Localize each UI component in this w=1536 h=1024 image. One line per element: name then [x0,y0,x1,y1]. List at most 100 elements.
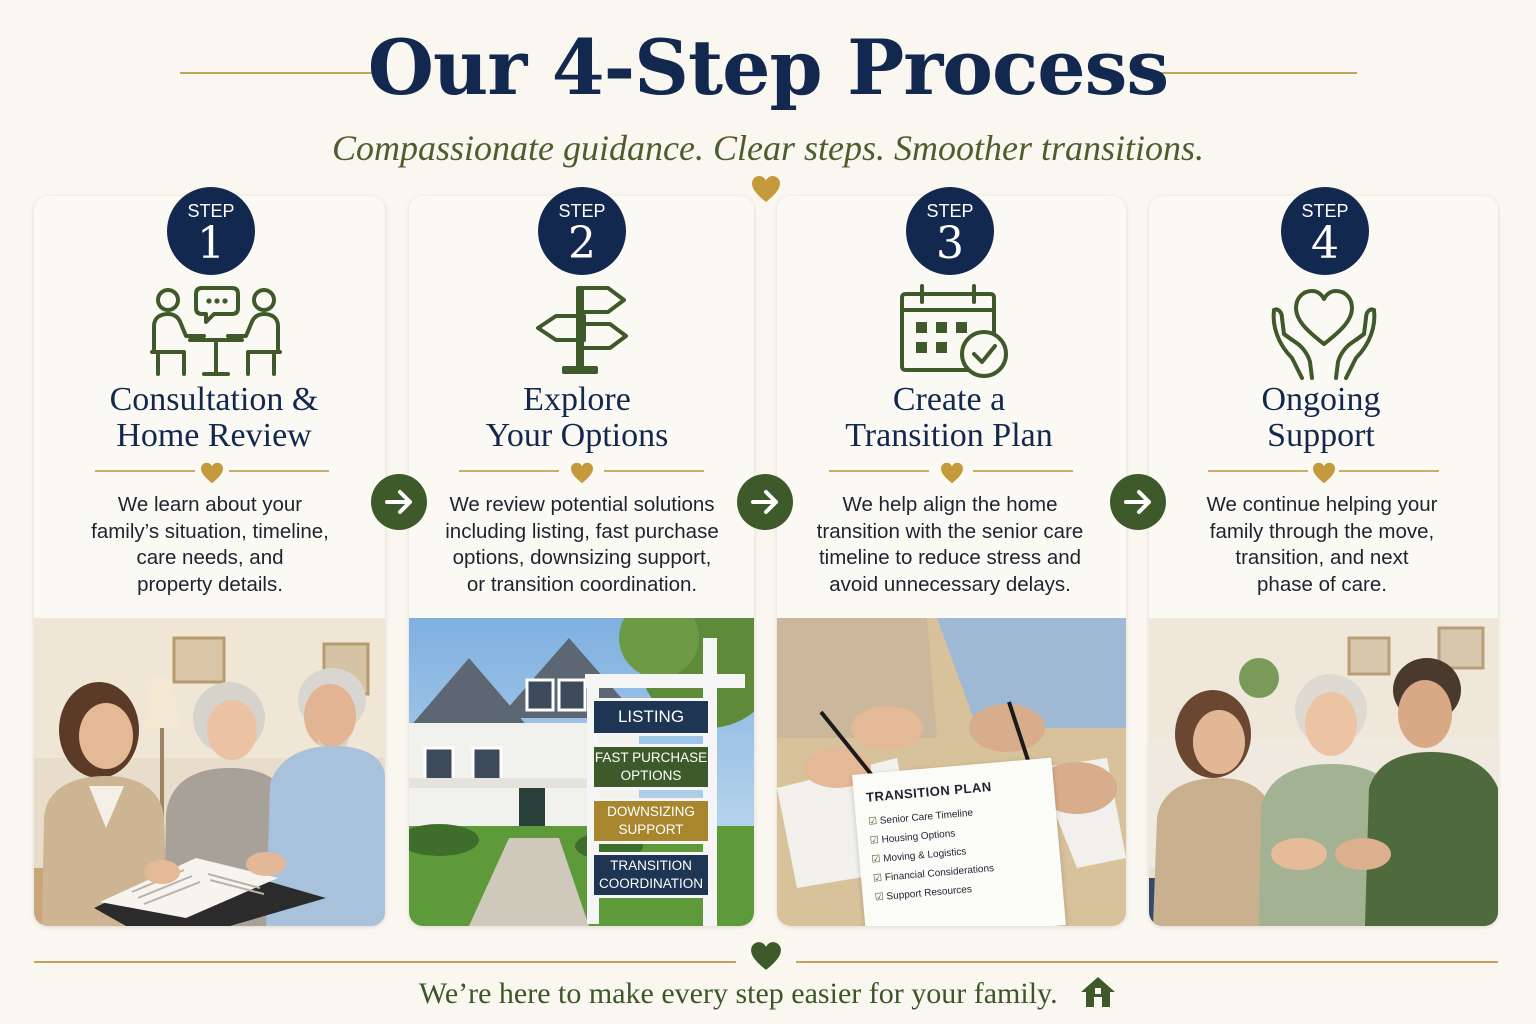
footer-rule-left [34,961,736,963]
step-badge-1: STEP 1 [167,187,255,275]
step-badge-4: STEP 4 [1281,187,1369,275]
transition-plan-document: TRANSITION PLAN ☑ Senior Care Timeline ☑… [852,757,1066,926]
heart-hands-icon [1271,289,1377,380]
page-title: Our 4-Step Process [367,23,1169,112]
divider-right [1339,470,1439,472]
footer-text: We’re here to make every step easier for… [418,977,1058,1010]
title-line: Your Options [485,417,669,454]
arrow-right-icon [751,490,778,514]
footer-rule-right [796,961,1498,963]
divider-left [829,470,929,472]
heart-icon [1313,462,1335,484]
arrow-right-icon [1124,490,1151,514]
transition-plan-photo: TRANSITION PLAN ☑ Senior Care Timeline ☑… [777,618,1126,926]
step-title-2: Explore Your Options [402,382,752,454]
description-line: family’s situation, timeline, [91,519,329,543]
home-icon [1081,977,1116,1007]
title-line: Explore [523,381,631,418]
family-consultation-photo [34,618,385,926]
title-line: Ongoing [1261,381,1381,418]
house-scene [409,618,754,926]
arrow-right-icon [385,490,412,514]
description-line: transition, and next [1235,546,1409,569]
description-line: including listing, fast purchase [445,519,719,543]
sign-text: DOWNSIZING [607,804,695,819]
step-label: STEP [187,201,235,221]
step-title-3: Create a Transition Plan [774,382,1124,454]
next-step-arrow-button[interactable] [371,474,427,530]
checkbox-icon: ☑ [869,834,883,847]
step-description-4: We continue helping your family through … [1152,492,1492,598]
heart-icon [751,942,781,970]
step-badge-2: STEP 2 [538,187,626,275]
sign-text: OPTIONS [620,768,682,783]
step-number: 2 [568,218,596,269]
step-label: STEP [558,201,606,221]
description-line: We help align the home [842,493,1058,516]
description-line: We review potential solutions [449,493,715,516]
calendar-check-icon [900,284,1008,378]
sign-panel-downsizing: DOWNSIZING SUPPORT [591,798,711,844]
step-label: STEP [926,201,974,221]
step-title-1: Consultation & Home Review [34,382,394,454]
description-line: or transition coordination. [466,572,698,596]
checkbox-icon: ☑ [872,872,886,885]
sign-text: TRANSITION [610,858,692,873]
description-line: property details. [137,572,283,596]
heart-icon [571,462,593,484]
step-description-3: We help align the home transition with t… [780,492,1120,598]
divider-right [229,470,329,472]
heart-icon [752,176,780,202]
description-line: timeline to reduce stress and [818,546,1082,569]
step-description-1: We learn about your family’s situation, … [40,492,380,598]
sign-text: COORDINATION [599,876,703,891]
footer-tagline: We’re here to make every step easier for… [0,972,1536,1016]
title-line: Transition Plan [845,417,1053,454]
step-badge-3: STEP 3 [906,187,994,275]
step-label: STEP [1301,201,1349,221]
next-step-arrow-button[interactable] [1110,474,1166,530]
house-sign-photo: LISTING FAST PURCHASE OPTIONS DOWNSIZING… [409,618,754,926]
divider-left [1208,470,1308,472]
description-line: options, downsizing support, [452,546,712,569]
divider-left [95,470,195,472]
description-line: care needs, and [136,546,284,569]
title-line: Support [1267,417,1375,454]
step-number: 3 [936,218,964,269]
description-line: We continue helping your [1206,493,1438,516]
divider-right [604,470,704,472]
plan-item-label: Support Resources [886,884,973,903]
plan-item-label: Housing Options [881,828,956,846]
description-line: transition with the senior care [816,519,1084,543]
title-line: Consultation & [109,381,319,418]
description-line: We learn about your [117,493,303,516]
step-title-4: Ongoing Support [1146,382,1496,454]
divider-left [459,470,559,472]
sign-panel-fast-purchase: FAST PURCHASE OPTIONS [591,744,711,790]
title-line: Home Review [116,417,312,454]
header-rule-left [180,72,385,74]
sign-panel-listing: LISTING [591,698,711,736]
description-line: phase of care. [1257,572,1387,596]
checkbox-icon: ☑ [867,815,881,828]
step-number: 4 [1311,218,1339,269]
signpost-icon [536,286,628,374]
title-line: Create a [892,381,1006,418]
sign-text: LISTING [617,707,685,726]
header-rule-right [1152,72,1357,74]
checkbox-icon: ☑ [874,891,888,904]
description-line: family through the move, [1209,519,1435,543]
heart-icon [941,462,963,484]
step-number: 1 [197,218,225,269]
heart-icon [201,462,223,484]
consultation-icon [150,286,282,376]
sign-text: SUPPORT [618,822,684,837]
step-description-2: We review potential solutions including … [412,492,752,598]
sign-panel-transition: TRANSITION COORDINATION [591,852,711,898]
page-subtitle: Compassionate guidance. Clear steps. Smo… [332,128,1204,168]
listing-sign: LISTING FAST PURCHASE OPTIONS DOWNSIZING… [591,698,711,898]
sign-text: FAST PURCHASE [594,750,708,765]
checkbox-icon: ☑ [871,853,884,866]
family-support-photo [1149,618,1498,926]
next-step-arrow-button[interactable] [737,474,793,530]
